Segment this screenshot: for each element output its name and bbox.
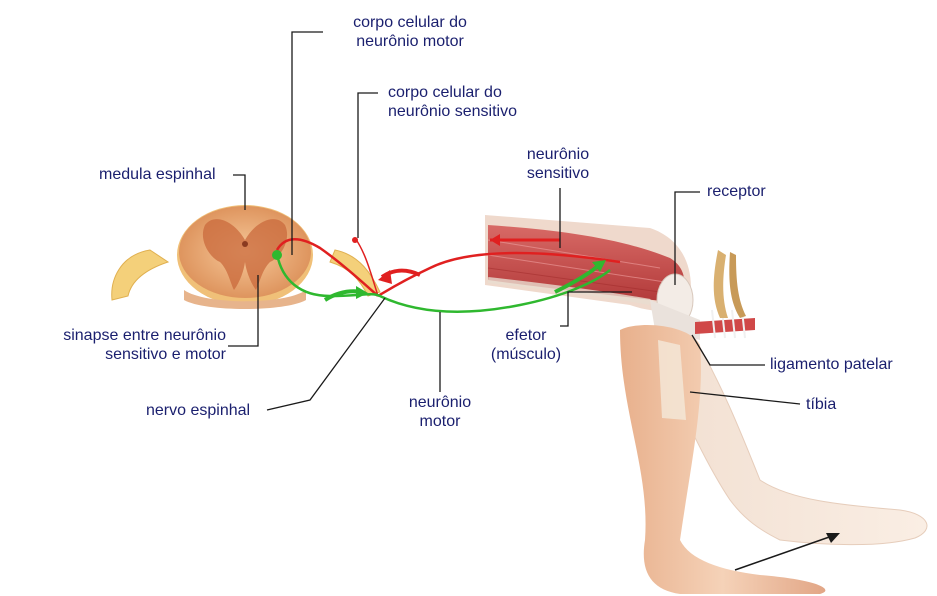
sensory-neuron-label: neurônio sensitivo [508, 145, 608, 183]
motor-neuron-label: neurônio motor [395, 393, 485, 431]
spinal-nerve-label: nervo espinhal [146, 401, 250, 420]
effector-label-line1: efetor [486, 326, 566, 345]
patellar-ligament-label: ligamento patelar [770, 355, 893, 374]
motor-neuron-label-line2: motor [395, 412, 485, 431]
receptor-label: receptor [707, 182, 766, 201]
synapse-label-line2: sensitivo e motor [8, 345, 226, 364]
effector-label: efetor (músculo) [486, 326, 566, 364]
synapse-label: sinapse entre neurônio sensitivo e motor [8, 326, 226, 364]
tibia-label: tíbia [806, 395, 836, 414]
motor-cell-body-label: corpo celular do neurônio motor [326, 13, 494, 51]
motor-cell-body-label-line2: neurônio motor [326, 32, 494, 51]
sensory-neuron-label-line1: neurônio [508, 145, 608, 164]
effector-label-line2: (músculo) [486, 345, 566, 364]
sensory-cell-body-label-line1: corpo celular do [388, 83, 517, 102]
reflex-hammer [695, 250, 755, 338]
motor-cell-body-label-line1: corpo celular do [326, 13, 494, 32]
motor-neuron-label-line1: neurônio [395, 393, 485, 412]
synapse-label-line1: sinapse entre neurônio [8, 326, 226, 345]
sensory-neuron-label-line2: sensitivo [508, 164, 608, 183]
spinal-cord-label: medula espinhal [99, 165, 216, 184]
sensory-cell-body-label: corpo celular do neurônio sensitivo [388, 83, 517, 121]
sensory-cell-body-label-line2: neurônio sensitivo [388, 102, 517, 121]
